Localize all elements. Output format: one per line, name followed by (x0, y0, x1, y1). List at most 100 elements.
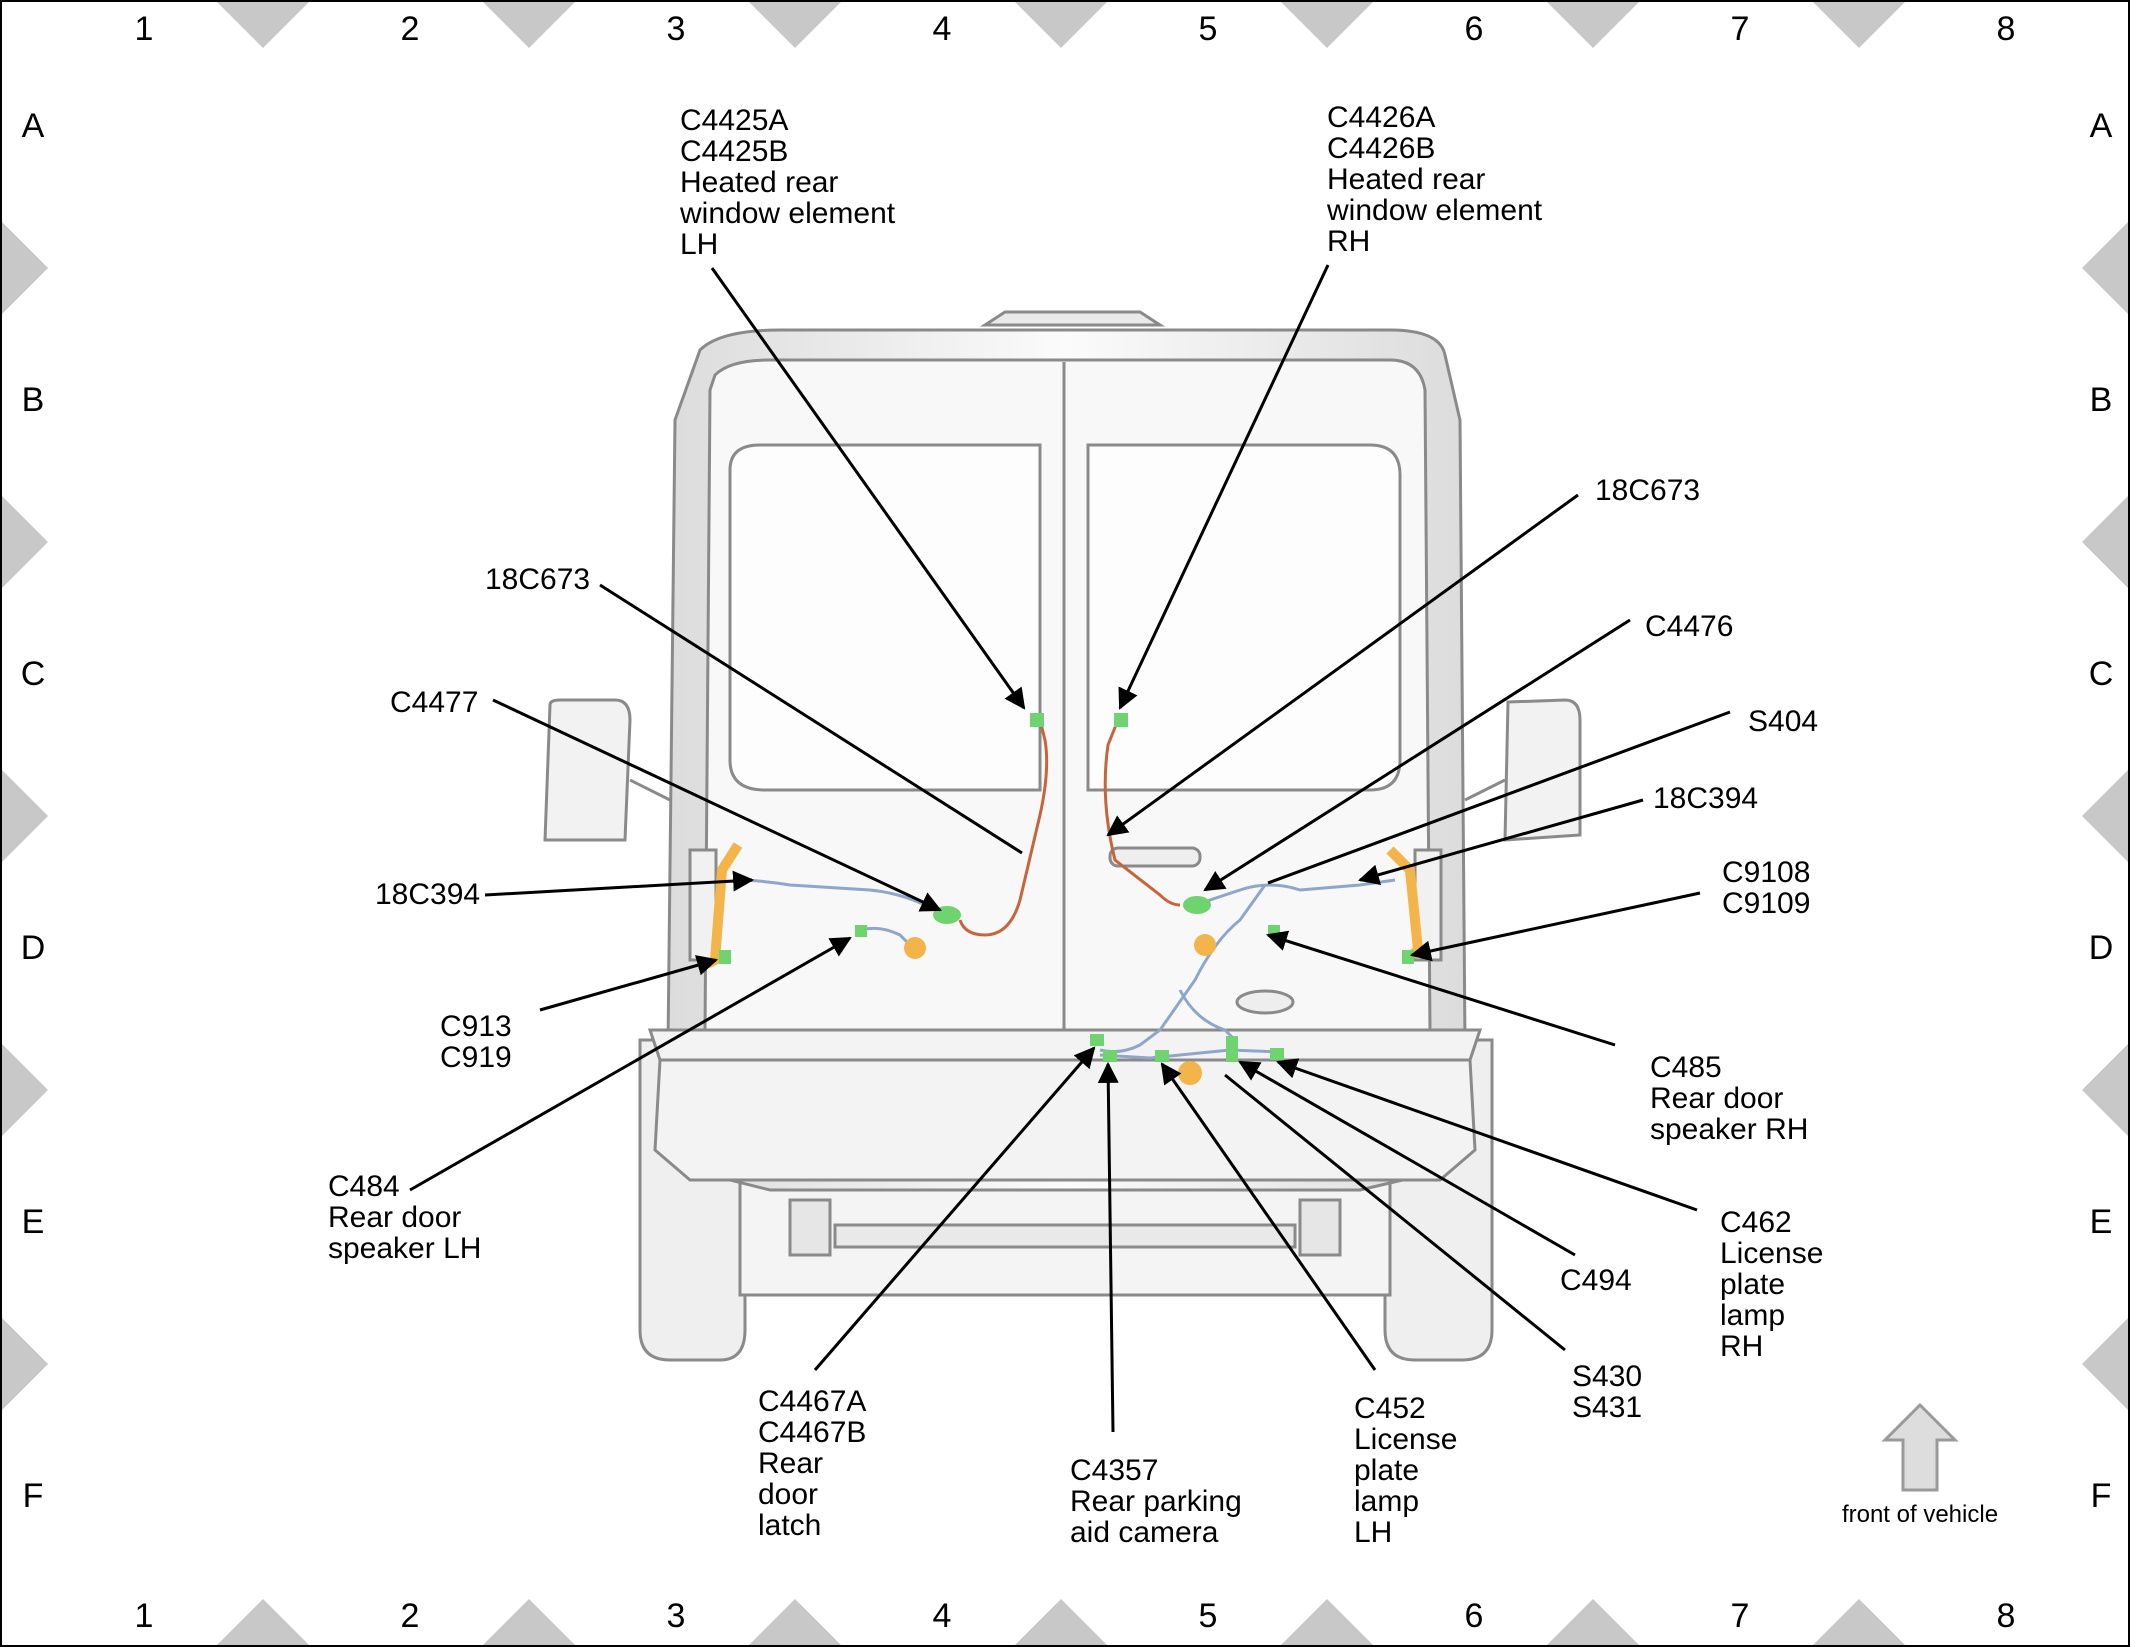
callout-c4476: C4476 (1645, 610, 1733, 643)
grid-marker (1547, 2, 1639, 48)
connector-c4467 (1090, 1034, 1104, 1046)
leader-c4476 (1203, 618, 1631, 892)
callout-line: plate (1354, 1454, 1419, 1487)
callout-line: C4425B (680, 135, 788, 168)
callout-line: 18C673 (485, 563, 590, 596)
column-labels-bottom: 1 2 3 4 5 6 7 8 (135, 1597, 2016, 1635)
grid-marker (483, 1599, 575, 1645)
callout-line: S431 (1572, 1391, 1642, 1424)
axle (833, 1223, 1297, 1249)
row-label: F (23, 1477, 44, 1515)
connector-c9108 (1402, 950, 1414, 964)
grid-marker (2082, 222, 2128, 314)
callout-line: Rear door (328, 1201, 461, 1234)
heated-window-lead-lh (958, 719, 1049, 937)
column-label: 4 (933, 10, 952, 48)
left-mirror (543, 698, 632, 842)
row-label: A (2090, 107, 2113, 145)
callout-line: lamp (1720, 1299, 1785, 1332)
column-label: 1 (135, 1597, 154, 1635)
right-mirror (1503, 698, 1582, 842)
rear-bumper (647, 1028, 1483, 1182)
connector-c494 (1226, 1036, 1238, 1062)
grid-marker (217, 2, 309, 48)
callout-line: License (1720, 1237, 1823, 1270)
callout-line: C484 (328, 1170, 400, 1203)
callout-line: latch (758, 1509, 821, 1542)
callout-line: C452 (1354, 1392, 1426, 1425)
column-label: 1 (135, 10, 154, 48)
grid-marker (2082, 1044, 2128, 1136)
leader-c485 (1265, 930, 1616, 1047)
callout-line: C919 (440, 1041, 512, 1074)
row-labels-right: A B C D E F (2089, 107, 2114, 1515)
front-of-vehicle-label: front of vehicle (1842, 1501, 1998, 1528)
leader-c452 (1160, 1062, 1377, 1371)
door-handle (1108, 846, 1202, 868)
callout-line: S430 (1572, 1360, 1642, 1393)
column-label: 2 (401, 10, 420, 48)
callout-line: C4426B (1327, 132, 1435, 165)
callout-line: C4426A (1327, 101, 1435, 134)
grid-marker (1813, 1599, 1905, 1645)
callout-line: C4477 (390, 686, 478, 719)
callout-c494: C494 (1560, 1264, 1632, 1297)
grid-marker (2082, 496, 2128, 588)
connector-c484 (855, 925, 867, 937)
callout-line: door (758, 1478, 818, 1511)
column-label: 2 (401, 1597, 420, 1635)
callout-c18c673-right: 18C673 (1595, 474, 1700, 507)
row-label: B (22, 381, 45, 419)
leader-lines (409, 264, 1731, 1433)
callout-s404: S404 (1748, 705, 1818, 738)
column-label: 6 (1465, 10, 1484, 48)
grid-marker (1281, 1599, 1373, 1645)
column-label: 3 (667, 10, 686, 48)
callout-line: RH (1327, 225, 1370, 258)
column-label: 5 (1199, 1597, 1218, 1635)
leader-c9108 (1409, 891, 1701, 962)
high-mount-brake-lamp (979, 310, 1166, 327)
row-label: D (2089, 929, 2114, 967)
grid-marker (2082, 770, 2128, 862)
column-label: 8 (1997, 10, 2016, 48)
row-label: B (2090, 381, 2113, 419)
right-mirror-arm (1464, 778, 1506, 802)
leader-c484 (409, 936, 852, 1192)
leader-c4357 (1097, 1061, 1119, 1433)
harness-blue-rh (1194, 878, 1396, 907)
up-arrow-icon (1881, 1402, 1959, 1492)
callout-line: speaker LH (328, 1232, 481, 1265)
speaker-rh (1194, 934, 1216, 956)
tow-bracket-left (788, 1198, 832, 1257)
column-label: 4 (933, 1597, 952, 1635)
door-emblem (1235, 989, 1295, 1015)
callout-line: C9109 (1722, 887, 1810, 920)
column-label: 6 (1465, 1597, 1484, 1635)
tow-bracket-right (1298, 1198, 1342, 1257)
front-of-vehicle-indicator: front of vehicle (1842, 1402, 1998, 1528)
connector-c4426 (1114, 713, 1128, 727)
wiring-harnesses (709, 713, 1424, 1085)
callout-c4477: C4477 (390, 686, 478, 719)
callout-line: C485 (1650, 1051, 1722, 1084)
callout-line: C913 (440, 1010, 512, 1043)
leader-s430 (1224, 1073, 1566, 1352)
callout-line: speaker RH (1650, 1113, 1808, 1146)
callout-line: LH (680, 228, 718, 261)
column-label: 5 (1199, 10, 1218, 48)
column-label: 3 (667, 1597, 686, 1635)
column-label: 8 (1997, 1597, 2016, 1635)
callout-line: C9108 (1722, 856, 1810, 889)
callout-c18c394-left: 18C394 (375, 878, 480, 911)
